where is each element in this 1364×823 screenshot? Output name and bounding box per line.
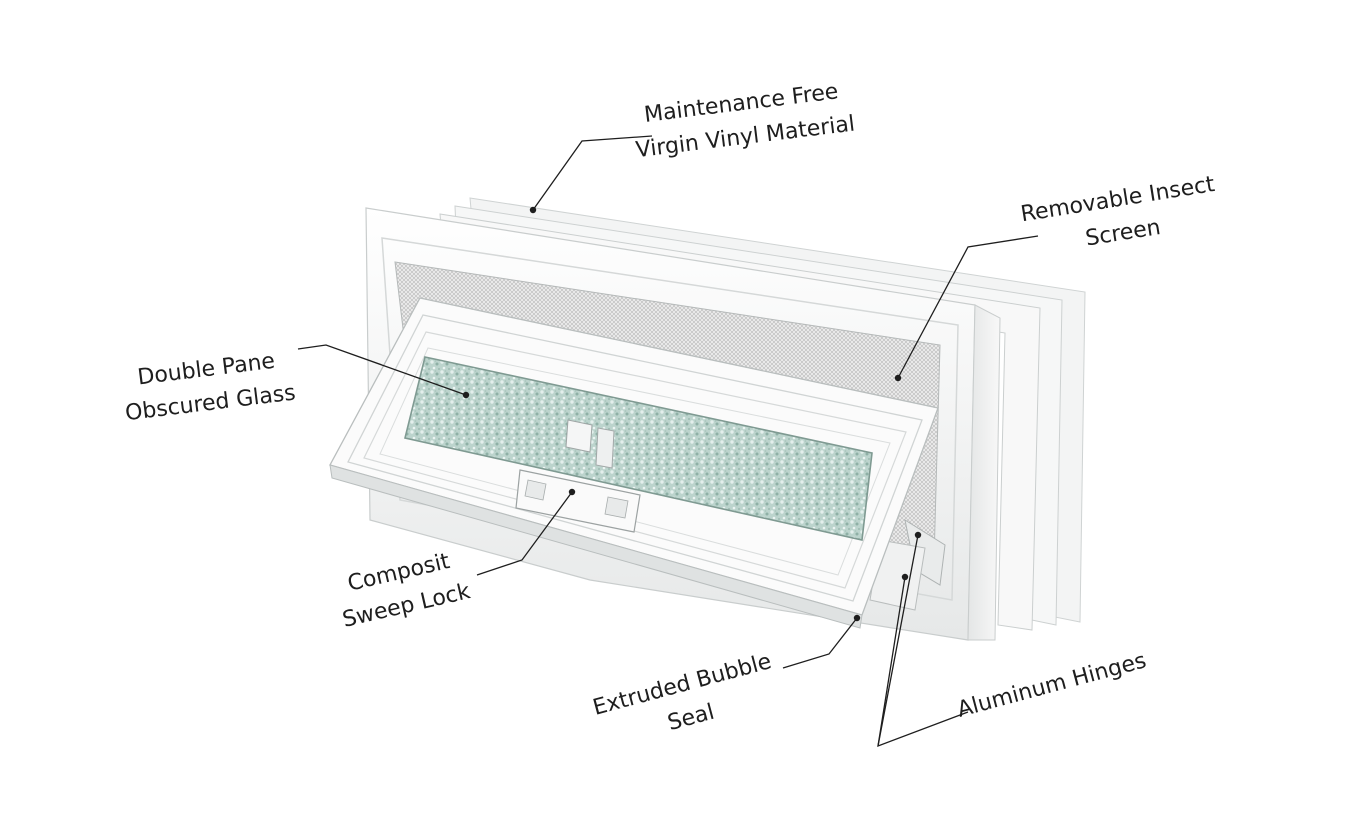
leader-seal-dot	[853, 614, 861, 622]
leader-maintenance-dot	[529, 206, 537, 214]
sweep-lock-keeper	[565, 419, 593, 453]
sweep-lock-arm	[595, 427, 615, 469]
leader-hinges-dot-b	[901, 573, 909, 581]
leader-glass-dot	[462, 391, 470, 399]
leader-maintenance	[532, 135, 653, 211]
sweep-lock-detail	[524, 479, 629, 519]
window-illustration	[329, 197, 1086, 641]
label-seal-line2: Seal	[665, 700, 717, 736]
leader-screen-dot	[894, 374, 902, 382]
label-screen-line1: Removable Insect	[1019, 172, 1217, 227]
frame-side-depth	[967, 304, 1001, 641]
sash-step-2	[363, 331, 907, 589]
leader-lines	[297, 135, 1039, 748]
leader-hinges-b	[877, 576, 906, 747]
leader-lock	[476, 491, 573, 576]
sash-thickness	[329, 464, 863, 629]
leader-screen	[897, 235, 1039, 379]
sash-step-1	[347, 314, 923, 602]
leader-lock-dot	[568, 488, 576, 496]
label-hinges: Aluminum Hinges	[955, 648, 1149, 722]
leader-seal	[782, 617, 858, 669]
leader-glass	[297, 344, 467, 396]
sash-step-3	[379, 347, 891, 576]
sweep-lock-body	[515, 469, 641, 533]
obscured-glass	[404, 356, 873, 541]
leader-hinges-dot-a	[914, 531, 922, 539]
label-screen-line2: Screen	[1084, 215, 1163, 252]
label-glass-line1: Double Pane	[136, 349, 276, 391]
